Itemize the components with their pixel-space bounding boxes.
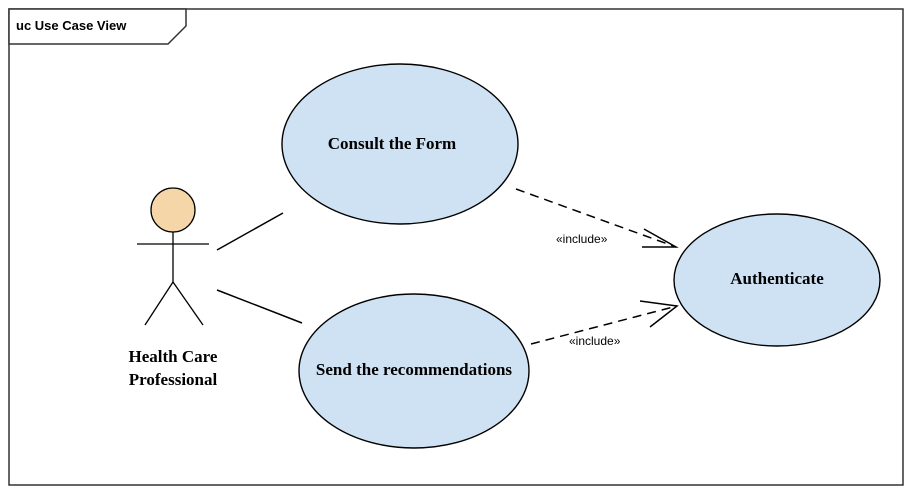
use-case-label: Send the recommendations bbox=[316, 360, 513, 379]
actor-left-leg bbox=[144, 281, 174, 326]
use-case-ellipse bbox=[673, 213, 881, 347]
actor-head bbox=[150, 187, 196, 233]
use-case-send-the-recommendations[interactable]: Send the recommendations bbox=[298, 293, 530, 449]
use-case-ellipse bbox=[298, 293, 530, 449]
use-case-authenticate[interactable]: Authenticate bbox=[673, 213, 881, 347]
include-line bbox=[515, 188, 677, 248]
frame-title: uc Use Case View bbox=[16, 18, 127, 33]
include-relation-send: «include» bbox=[530, 300, 679, 348]
actor-name-line2: Professional bbox=[129, 370, 218, 389]
use-case-label: Consult the Form bbox=[328, 134, 456, 153]
include-line bbox=[530, 305, 678, 345]
use-case-ellipse bbox=[281, 63, 519, 225]
association-send bbox=[216, 289, 303, 324]
include-label: «include» bbox=[556, 232, 608, 246]
frame-title-tab bbox=[8, 8, 187, 45]
include-label: «include» bbox=[569, 334, 621, 348]
actor-right-leg bbox=[172, 281, 204, 326]
include-relation-consult: «include» bbox=[515, 188, 679, 248]
association-consult bbox=[216, 212, 284, 251]
include-arrowhead bbox=[639, 300, 679, 328]
include-arrowhead bbox=[642, 228, 679, 248]
use-case-consult-the-form[interactable]: Consult the Form bbox=[281, 63, 519, 225]
use-case-label: Authenticate bbox=[730, 269, 824, 288]
actor-health-care-professional[interactable] bbox=[137, 187, 209, 326]
actor-name-line1: Health Care bbox=[129, 347, 218, 366]
